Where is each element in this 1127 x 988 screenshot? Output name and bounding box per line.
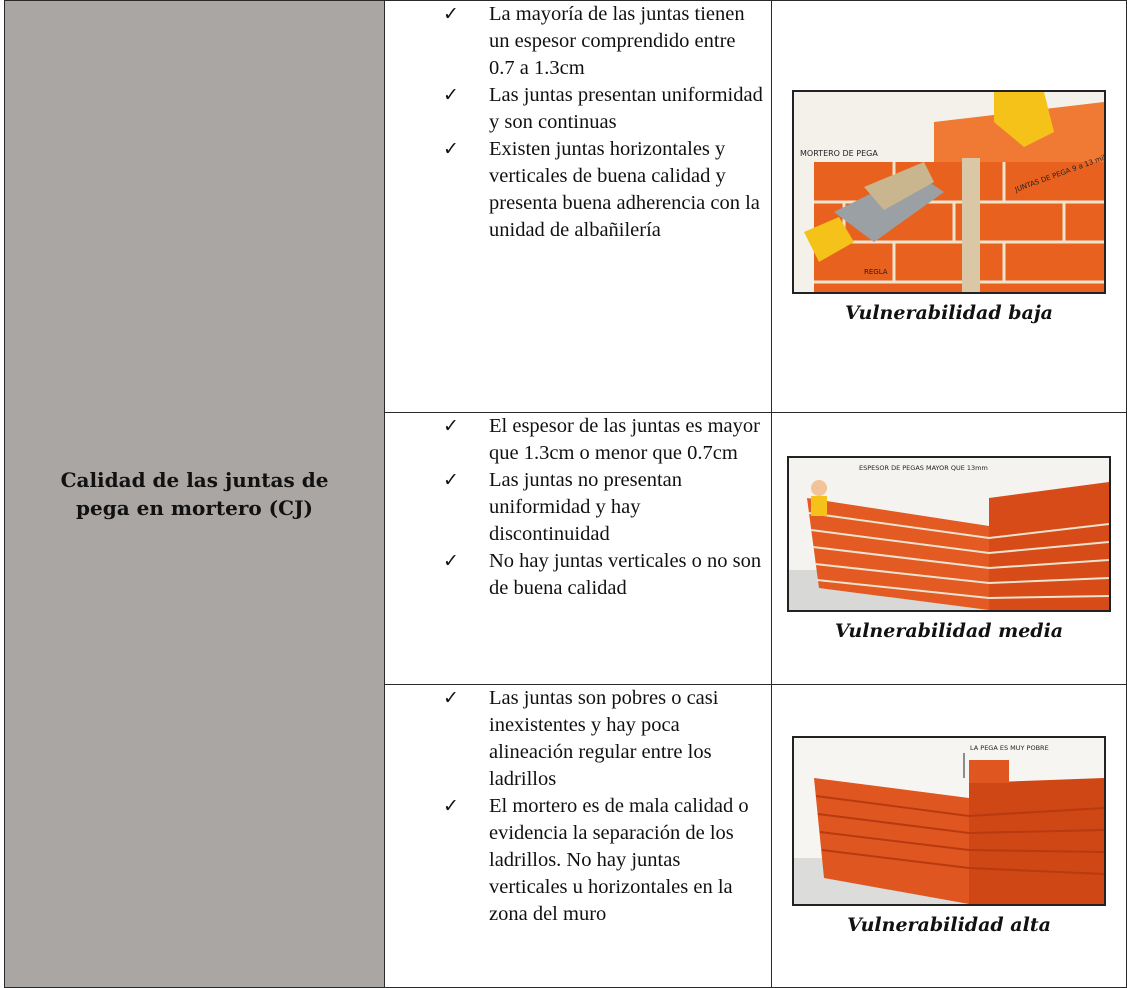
illustration-cell: LA PEGA ES MUY POBRE Vulnerabilidad alta: [771, 684, 1127, 988]
bricklayer-applying-mortar-illustration: MORTERO DE PEGA JUNTAS DE PEGA 9 a 13 mi…: [792, 89, 1106, 294]
illustration-cell: MORTERO DE PEGA JUNTAS DE PEGA 9 a 13 mi…: [771, 0, 1127, 413]
list-item: ✓El mortero es de mala calidad o evidenc…: [443, 795, 749, 925]
list-item: ✓Las juntas son pobres o casi inexistent…: [443, 687, 719, 790]
list-item: ✓La mayoría de las juntas tienen un espe…: [443, 3, 745, 79]
criteria-list-cell: ✓La mayoría de las juntas tienen un espe…: [384, 0, 772, 413]
poor-joint-brick-wall-illustration: LA PEGA ES MUY POBRE: [792, 736, 1106, 906]
table-row: ✓El espesor de las juntas es mayor que 1…: [5, 412, 1127, 685]
table-row: Calidad de las juntas de pega en mortero…: [4, 0, 1127, 988]
list-item: ✓El espesor de las juntas es mayor que 1…: [443, 415, 760, 464]
list-item: ✓Existen juntas horizontales y verticale…: [443, 138, 760, 241]
svg-text:MORTERO DE PEGA: MORTERO DE PEGA: [800, 149, 878, 158]
list-item: ✓Las juntas no presentan uniformidad y h…: [443, 469, 682, 545]
check-icon: ✓: [443, 415, 459, 437]
criterion-label: Calidad de las juntas de pega en mortero…: [60, 468, 329, 520]
criterion-cell: Calidad de las juntas de pega en mortero…: [4, 0, 385, 988]
list-item: ✓Las juntas presentan uniformidad y son …: [443, 84, 763, 133]
svg-text:LA PEGA ES MUY POBRE: LA PEGA ES MUY POBRE: [970, 744, 1049, 752]
list-item: ✓No hay juntas verticales o no son de bu…: [443, 550, 762, 599]
check-icon: ✓: [443, 795, 459, 817]
vulnerability-caption: Vulnerabilidad baja: [845, 301, 1053, 324]
svg-text:ESPESOR DE PEGAS MAYOR QUE 13m: ESPESOR DE PEGAS MAYOR QUE 13mm: [859, 464, 988, 472]
svg-text:REGLA: REGLA: [864, 268, 888, 276]
check-icon: ✓: [443, 138, 459, 160]
vulnerability-caption: Vulnerabilidad alta: [847, 914, 1051, 936]
criteria-list: ✓La mayoría de las juntas tienen un espe…: [385, 1, 771, 244]
check-icon: ✓: [443, 84, 459, 106]
vulnerability-table: Calidad de las juntas de pega en mortero…: [4, 0, 1127, 988]
check-icon: ✓: [443, 469, 459, 491]
criteria-list: ✓El espesor de las juntas es mayor que 1…: [385, 413, 771, 602]
check-icon: ✓: [443, 3, 459, 25]
check-icon: ✓: [443, 550, 459, 572]
illustration-cell: ESPESOR DE PEGAS MAYOR QUE 13mm Vulnerab…: [771, 412, 1127, 685]
criteria-list-cell: ✓El espesor de las juntas es mayor que 1…: [384, 412, 772, 685]
table-row: ✓Las juntas son pobres o casi inexistent…: [5, 684, 1127, 988]
vulnerability-caption: Vulnerabilidad media: [834, 619, 1064, 642]
worker-behind-brick-wall-illustration: ESPESOR DE PEGAS MAYOR QUE 13mm: [787, 455, 1111, 612]
criteria-list: ✓Las juntas son pobres o casi inexistent…: [385, 685, 771, 928]
check-icon: ✓: [443, 687, 459, 709]
criteria-list-cell: ✓Las juntas son pobres o casi inexistent…: [384, 684, 772, 988]
